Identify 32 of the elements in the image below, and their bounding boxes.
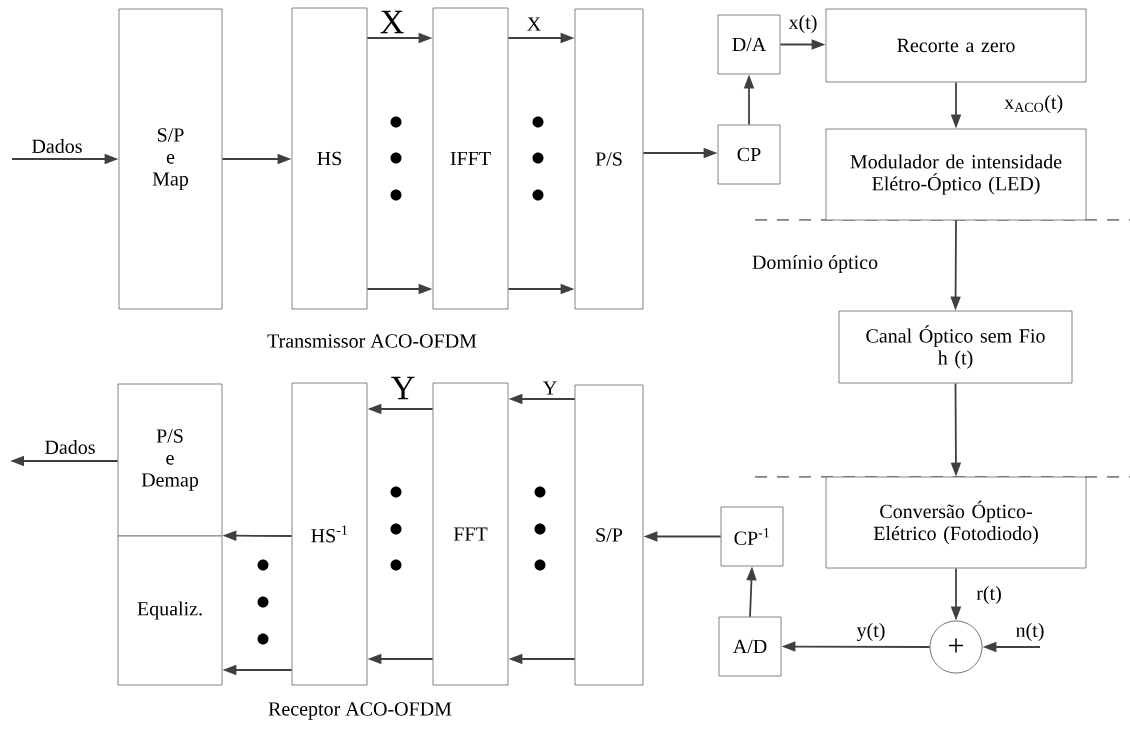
block-box: D/A: [717, 14, 781, 75]
block-box: IFFT: [432, 7, 509, 310]
block-box: FFT: [432, 382, 509, 686]
block-box: A/D: [718, 616, 782, 677]
block-box: S/P e Map: [118, 8, 223, 310]
block-box: Equaliz.: [117, 535, 223, 686]
block-box: CP$^{-1}$: [720, 506, 784, 567]
edge-label: n(t): [1014, 621, 1046, 643]
edge-label: X: [525, 16, 543, 32]
edge-label: x(t): [787, 13, 819, 35]
block-box: P/S: [574, 8, 644, 310]
block-box: P/S e Demap: [117, 383, 223, 537]
caption-text: Receptor ACO-OFDM: [268, 702, 452, 720]
block-box: HS$^{-1}$: [291, 382, 368, 686]
edge-label: r(t): [975, 584, 1003, 606]
block-box: Recorte a zero: [825, 8, 1087, 83]
summing-junction: +: [929, 620, 983, 674]
block-box: S/P: [574, 384, 644, 686]
block-box: Canal Óptico sem Fio h (t): [838, 310, 1073, 384]
block-box: HS: [291, 7, 368, 310]
block-box: Conversão Óptico-Elétrico (Fotodiodo): [825, 476, 1087, 569]
block-box: CP: [717, 124, 781, 185]
edge-label: Dados: [43, 438, 97, 456]
edge-label: X: [378, 9, 406, 35]
caption-text: Transmissor ACO-OFDM: [267, 334, 477, 348]
edge-label: Dados: [30, 137, 84, 155]
edge-label: x$_{ACO}$(t): [1003, 93, 1065, 115]
edge-label: y(t): [855, 621, 887, 643]
edge-label: Y: [389, 375, 417, 401]
caption-text: Domínio óptico: [752, 254, 878, 274]
block-box: Modulador de intensidade Elétro-Óptico (LED): [825, 128, 1087, 221]
edge-label: Y: [541, 380, 559, 396]
